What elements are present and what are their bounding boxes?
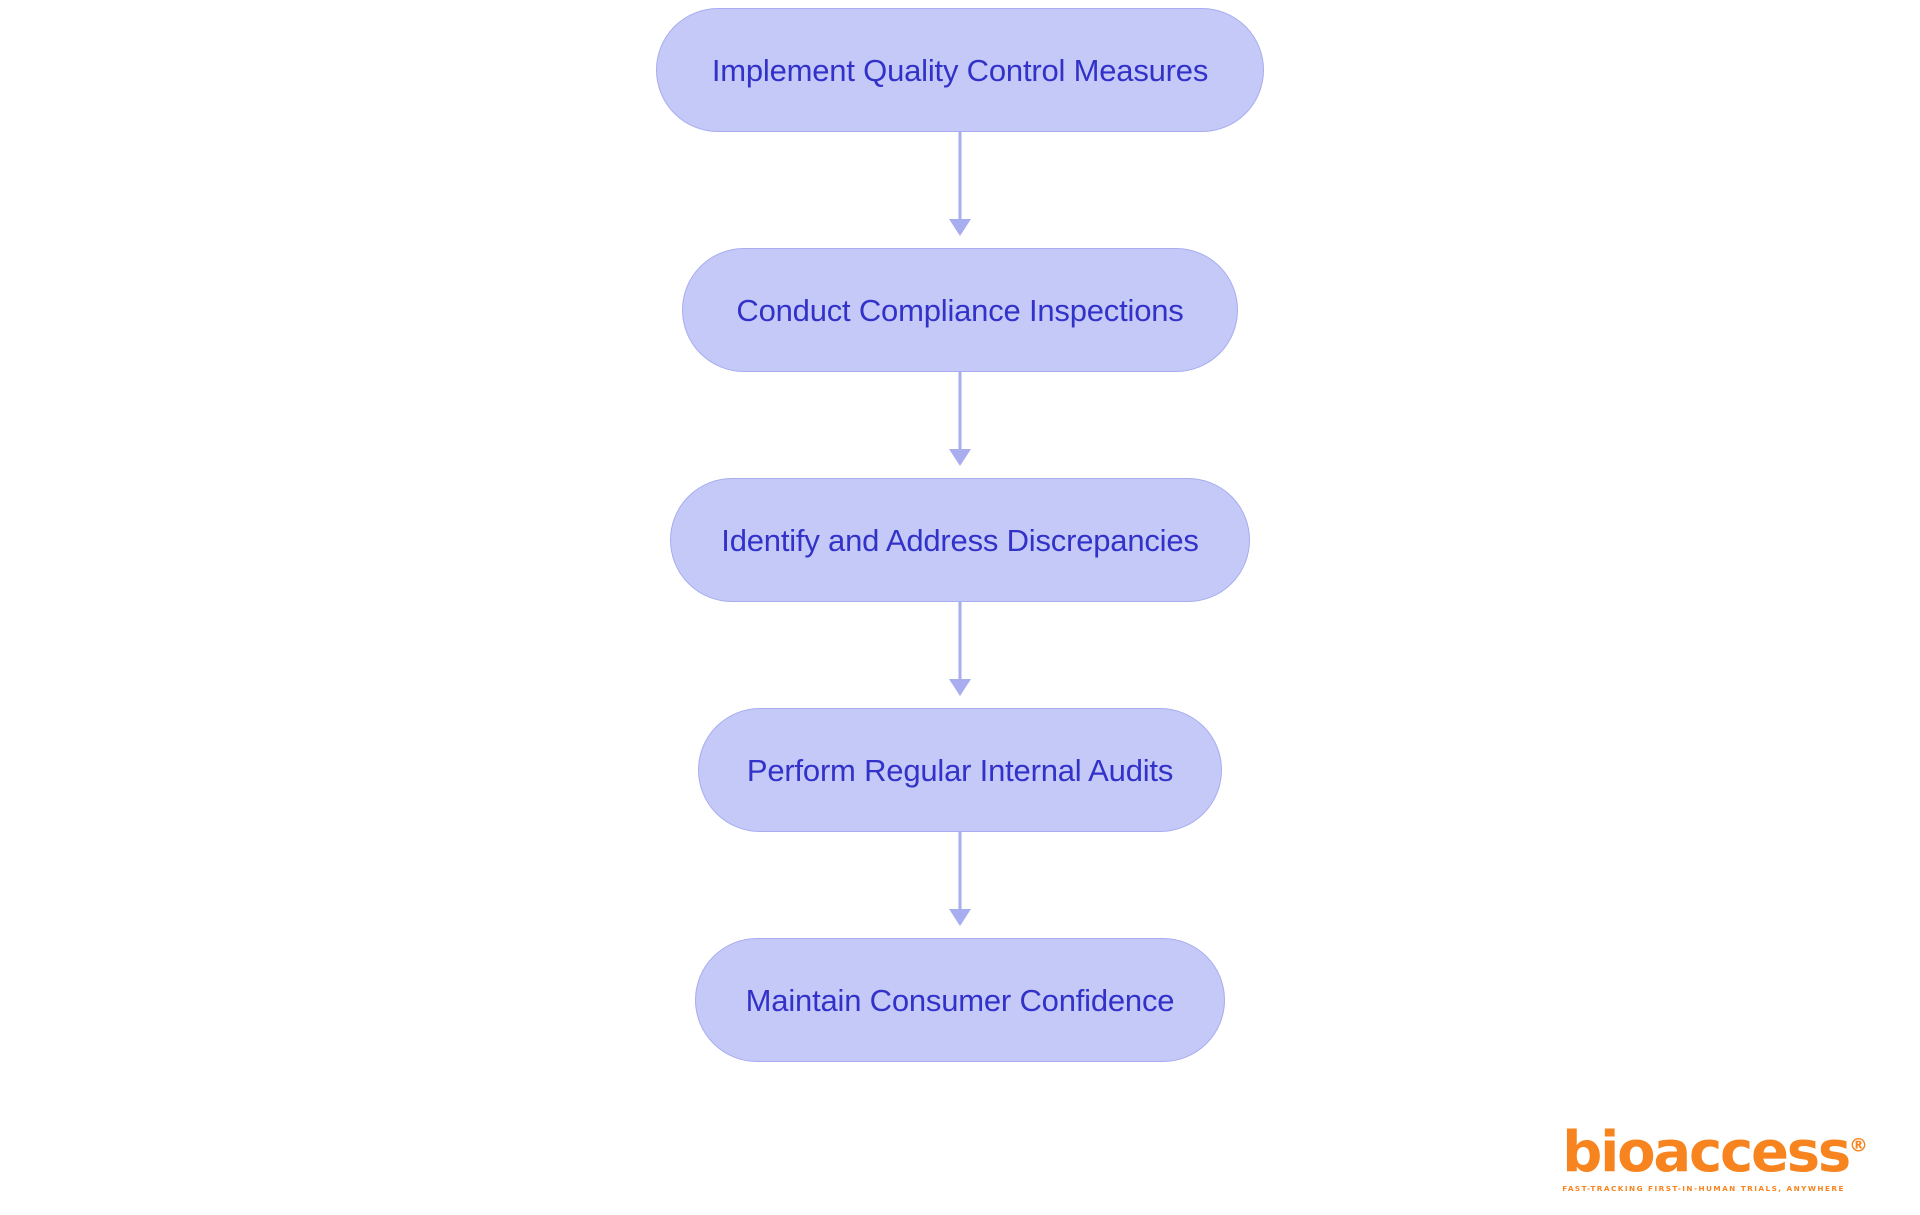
logo-tagline: FAST-TRACKING FIRST-IN-HUMAN TRIALS, ANY…	[1562, 1184, 1845, 1193]
connector-stem	[958, 602, 962, 679]
bioaccess-logo: bioaccess® FAST-TRACKING FIRST-IN-HUMAN …	[1562, 1125, 1868, 1194]
logo-wordmark: bioaccess®	[1562, 1125, 1868, 1181]
arrowhead-down-icon	[949, 909, 971, 926]
logo-wordmark-text: bioaccess	[1562, 1120, 1851, 1185]
flow-node-label: Identify and Address Discrepancies	[721, 522, 1199, 558]
flow-connector-2	[947, 372, 973, 466]
flow-connector-4	[947, 832, 973, 926]
connector-stem	[958, 372, 962, 449]
flow-node-label: Perform Regular Internal Audits	[746, 752, 1174, 788]
connector-stem	[958, 132, 962, 219]
arrowhead-down-icon	[949, 679, 971, 696]
flow-node-label: Maintain Consumer Confidence	[745, 982, 1175, 1018]
flow-node-label: Conduct Compliance Inspections	[736, 292, 1184, 328]
registered-trademark-icon: ®	[1849, 1134, 1868, 1157]
arrowhead-down-icon	[949, 449, 971, 466]
flow-node-label: Implement Quality Control Measures	[711, 52, 1209, 88]
flow-node-perform-regular-internal-audits[interactable]: Perform Regular Internal Audits	[698, 708, 1222, 832]
flow-connector-1	[947, 132, 973, 236]
connector-stem	[958, 832, 962, 909]
flow-node-maintain-consumer-confidence[interactable]: Maintain Consumer Confidence	[695, 938, 1225, 1062]
flow-node-identify-and-address-discrepancies[interactable]: Identify and Address Discrepancies	[670, 478, 1250, 602]
arrowhead-down-icon	[949, 219, 971, 236]
flow-connector-3	[947, 602, 973, 696]
flow-node-implement-quality-control-measures[interactable]: Implement Quality Control Measures	[656, 8, 1264, 132]
flow-node-conduct-compliance-inspections[interactable]: Conduct Compliance Inspections	[682, 248, 1238, 372]
